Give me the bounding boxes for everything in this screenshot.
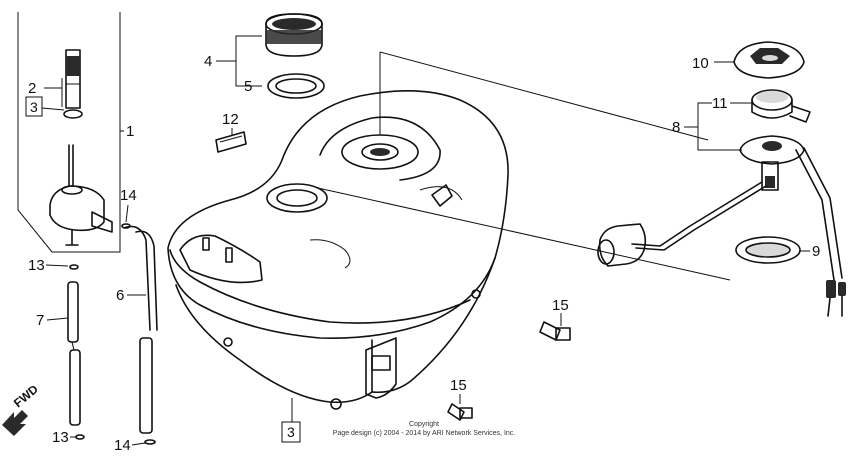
fuel-unit-guide-line-bottom <box>317 187 731 281</box>
callout-13-top: 13 <box>28 257 45 274</box>
callout-7: 7 <box>36 312 44 329</box>
fuel-cap <box>265 13 323 57</box>
fuel-unit-cover-10 <box>733 41 805 79</box>
callout-11: 11 <box>712 95 728 112</box>
leader-14-top <box>125 204 129 223</box>
fuel-valve-assembly <box>17 12 121 253</box>
fuel-cap-gasket <box>267 73 325 99</box>
fuel-hose-6 <box>121 223 158 445</box>
callout-10: 10 <box>692 55 709 72</box>
callout-4: 4 <box>204 53 212 70</box>
fwd-label: FWD <box>11 382 41 411</box>
leader-3 <box>41 107 65 111</box>
callout-5: 5 <box>244 78 252 95</box>
callout-12: 12 <box>222 111 239 128</box>
fuel-hose-7 <box>67 264 85 440</box>
fuel-level-sender <box>597 135 846 317</box>
callout-15-lower: 15 <box>450 377 467 394</box>
forward-direction-arrow: FWD <box>2 382 41 436</box>
callout-14-bottom: 14 <box>114 437 131 454</box>
copyright-line-1: Copyright <box>409 421 439 428</box>
callout-13-bottom: 13 <box>52 429 69 446</box>
fuel-unit-cap-11 <box>751 89 811 123</box>
callout-3-box <box>25 96 43 117</box>
callout-1: 1 <box>126 123 134 140</box>
bolt-15-upper <box>539 321 571 341</box>
callout-2: 2 <box>28 80 36 97</box>
fuel-unit-guide-line-top <box>379 51 709 141</box>
callout-3: 3 <box>30 99 38 115</box>
callout-14-top: 14 <box>120 187 137 204</box>
bolt-15-lower <box>447 403 473 421</box>
leader-13-top <box>45 264 69 267</box>
callout-15-upper: 15 <box>552 297 569 314</box>
leader-14-bottom <box>131 442 146 446</box>
callout-6: 6 <box>116 287 124 304</box>
fuel-tank <box>167 90 509 410</box>
fuel-unit-gasket-9 <box>735 236 801 264</box>
copyright-line-2: Page design (c) 2004 - 2014 by ARI Netwo… <box>333 430 516 437</box>
callout-3-bottom-box <box>281 421 301 443</box>
callout-9: 9 <box>812 243 820 260</box>
callout-8: 8 <box>672 119 680 136</box>
callout-3-bottom: 3 <box>287 424 295 440</box>
emblem-12 <box>215 131 247 153</box>
leader-7 <box>46 317 69 321</box>
